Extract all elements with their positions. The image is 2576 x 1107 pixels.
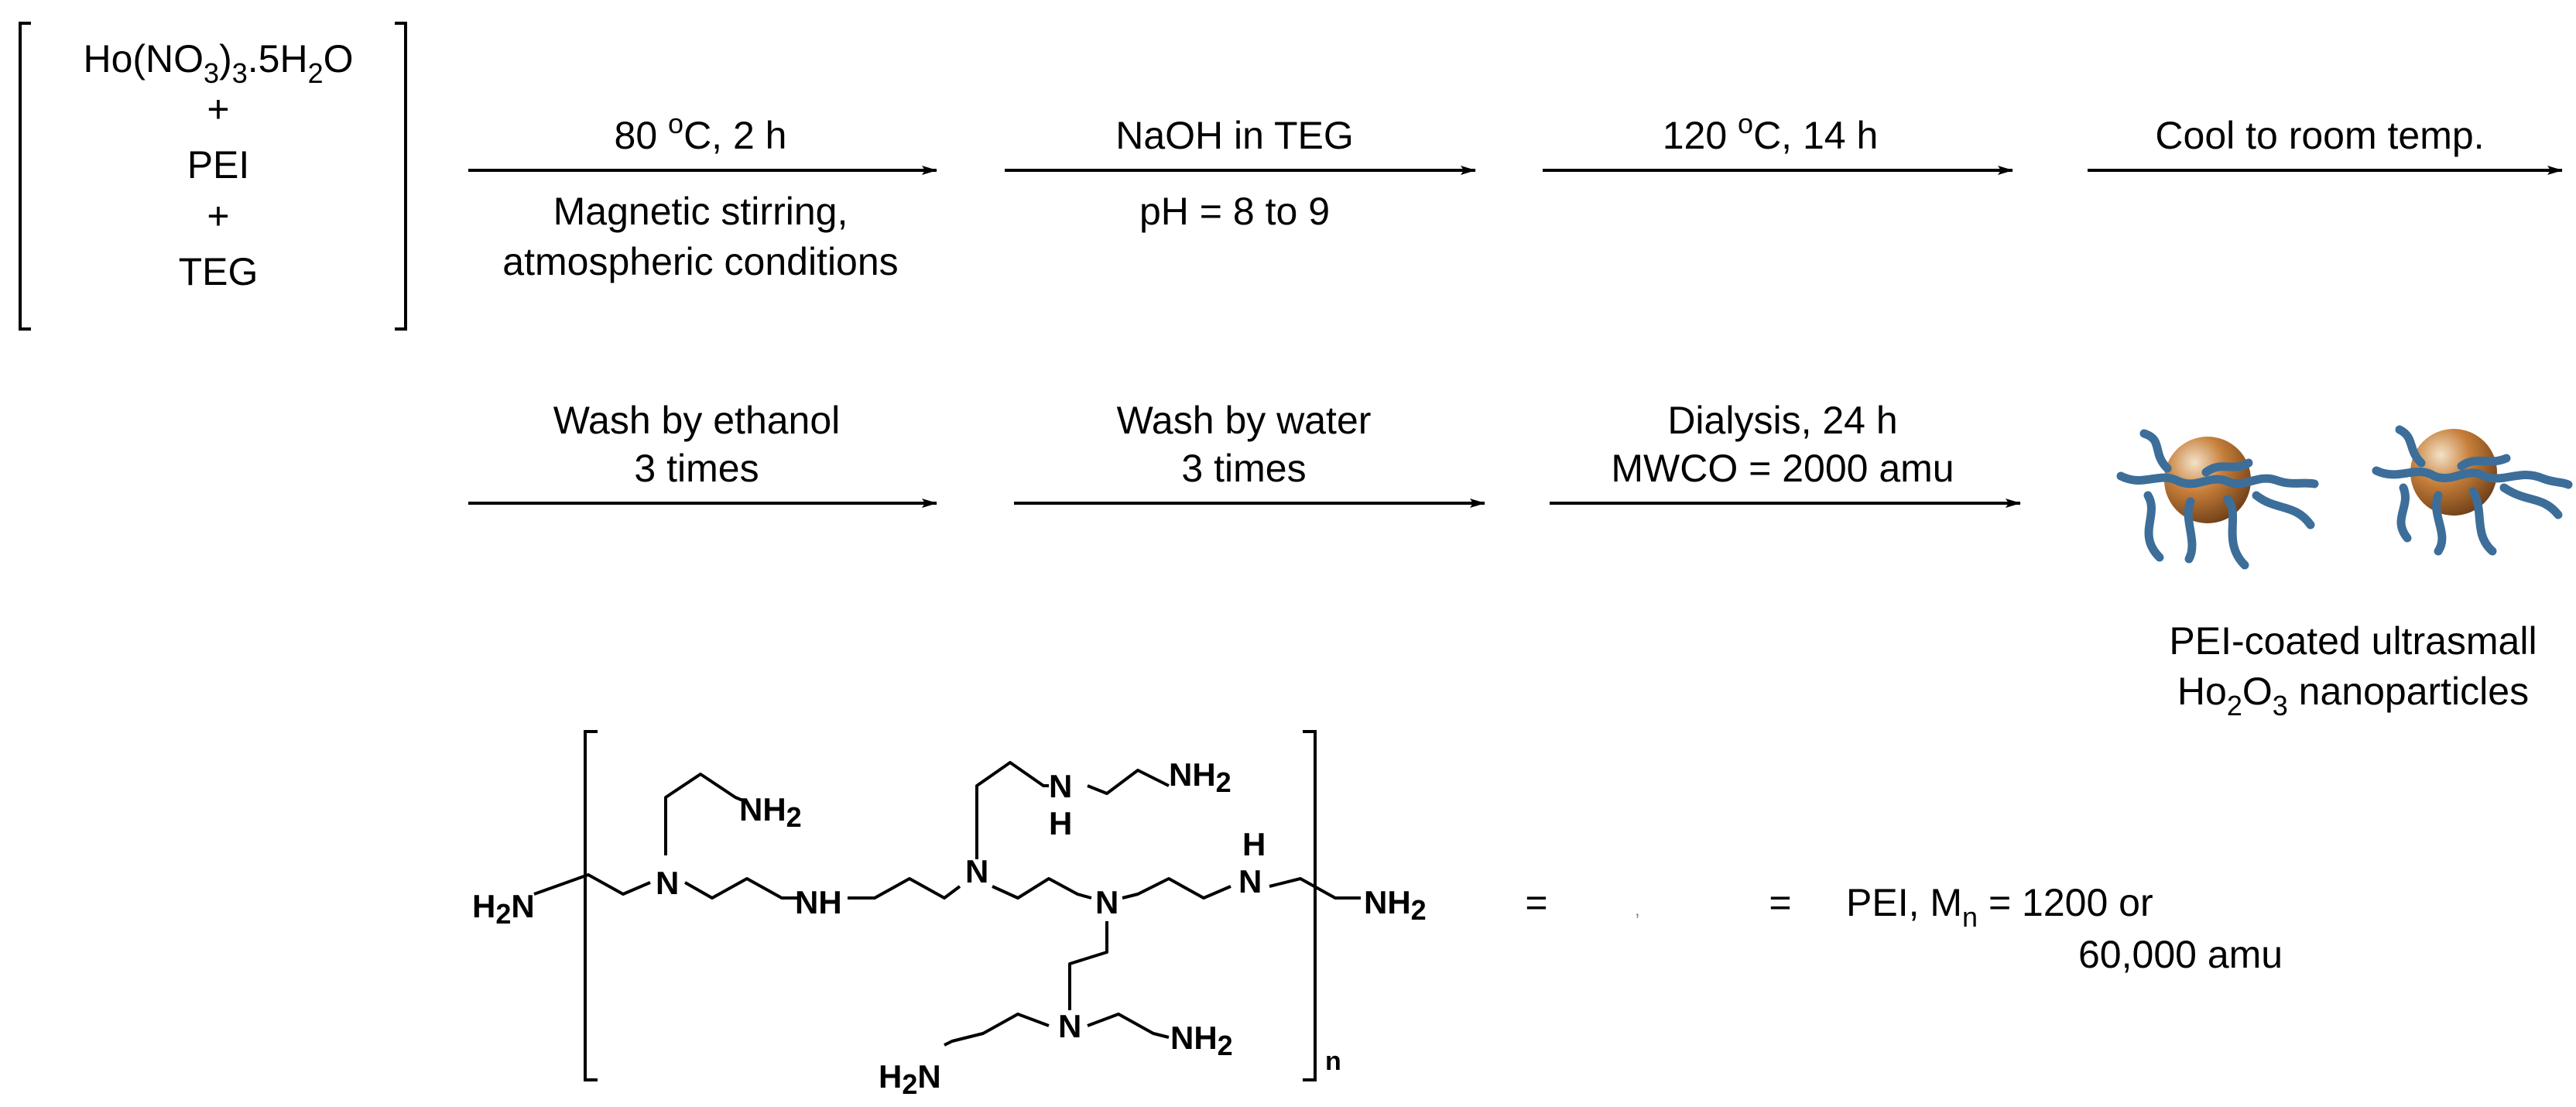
- top-right-amine: NH2: [1169, 756, 1231, 798]
- stray-comma-mark: ,: [1635, 900, 1640, 920]
- step-3-condition: 120 oC, 14 h: [1663, 108, 1879, 157]
- top-secondary-amine-h: H: [1049, 805, 1072, 841]
- pei-coating-chains: [2372, 425, 2573, 556]
- tertiary-nitrogen-3: N: [1095, 884, 1118, 920]
- right-terminal-amine: NH2: [1364, 884, 1427, 926]
- top-secondary-amine-n: N: [1049, 768, 1072, 804]
- step-4: Cool to room temp.: [2088, 114, 2563, 175]
- product-label-line2: Ho2O3 nanoparticles: [2177, 670, 2529, 721]
- pei-structure: H2N N NH2 NH N N H NH2 N N H2N NH2 H N N…: [472, 730, 1427, 1100]
- step-5-line1: Wash by ethanol: [553, 399, 841, 442]
- step-1-note-line2: atmospheric conditions: [502, 240, 898, 283]
- pei-molecular-weight-label-line2: 60,000 amu: [2078, 933, 2283, 976]
- step-3: 120 oC, 14 h: [1543, 108, 2013, 175]
- product-label-line1: PEI-coated ultrasmall: [2169, 619, 2537, 663]
- pei-reactant: PEI: [187, 143, 250, 187]
- secondary-amine-mid: NH: [795, 884, 842, 920]
- top-left-amine: NH2: [739, 791, 802, 833]
- pei-molecular-weight-label: PEI, Mn = 1200 or: [1846, 881, 2153, 933]
- tertiary-nitrogen-4: N: [1058, 1008, 1081, 1044]
- equals-sign-2: =: [1769, 881, 1791, 924]
- step-2: NaOH in TEG pH = 8 to 9: [1005, 114, 1476, 233]
- teg-reactant: TEG: [179, 250, 259, 293]
- tertiary-nitrogen-2: N: [965, 853, 988, 889]
- tertiary-nitrogen-1: N: [656, 865, 679, 901]
- step-7-line1: Dialysis, 24 h: [1667, 399, 1897, 442]
- step-1-note-line1: Magnetic stirring,: [553, 190, 848, 233]
- step-6: Wash by water 3 times: [1014, 399, 1485, 508]
- repeat-left-bracket: [584, 730, 598, 1081]
- step-5-line2: 3 times: [634, 447, 759, 490]
- nanoparticle-1: [2116, 429, 2319, 570]
- right-secondary-amine-n: N: [1238, 863, 1262, 900]
- reactant-left-bracket: [19, 22, 31, 331]
- equals-sign-1: =: [1525, 881, 1547, 924]
- repeat-right-bracket: [1303, 730, 1317, 1081]
- step-2-ph: pH = 8 to 9: [1139, 190, 1330, 233]
- pei-coating-chains: [2116, 429, 2319, 570]
- bottom-right-amine: NH2: [1170, 1020, 1233, 1061]
- nanoparticle-2: [2372, 425, 2573, 556]
- step-4-condition: Cool to room temp.: [2155, 114, 2484, 157]
- pei-bonds: [533, 761, 1361, 1047]
- reactant-group: Ho(NO3)3.5H2O + PEI + TEG: [19, 22, 407, 331]
- repeat-unit-subscript: n: [1325, 1047, 1341, 1076]
- step-6-line2: 3 times: [1181, 447, 1306, 490]
- bottom-left-amine: H2N: [879, 1058, 941, 1100]
- plus-sign-1: +: [207, 87, 229, 131]
- step-6-line1: Wash by water: [1117, 399, 1372, 442]
- step-7-line2: MWCO = 2000 amu: [1611, 447, 1954, 490]
- holmium-nitrate-formula: Ho(NO3)3.5H2O: [83, 37, 353, 89]
- product-label: PEI-coated ultrasmall Ho2O3 nanoparticle…: [2169, 619, 2537, 721]
- reactant-right-bracket: [395, 22, 407, 331]
- step-1: 80 oC, 2 h Magnetic stirring, atmospheri…: [468, 108, 937, 283]
- step-2-reagent: NaOH in TEG: [1115, 114, 1354, 157]
- plus-sign-2: +: [207, 194, 229, 238]
- step-1-condition: 80 oC, 2 h: [615, 108, 787, 157]
- step-7: Dialysis, 24 h MWCO = 2000 amu: [1550, 399, 2021, 508]
- step-5: Wash by ethanol 3 times: [468, 399, 937, 508]
- right-secondary-amine-h: H: [1242, 826, 1266, 862]
- left-terminal-amine: H2N: [472, 888, 535, 930]
